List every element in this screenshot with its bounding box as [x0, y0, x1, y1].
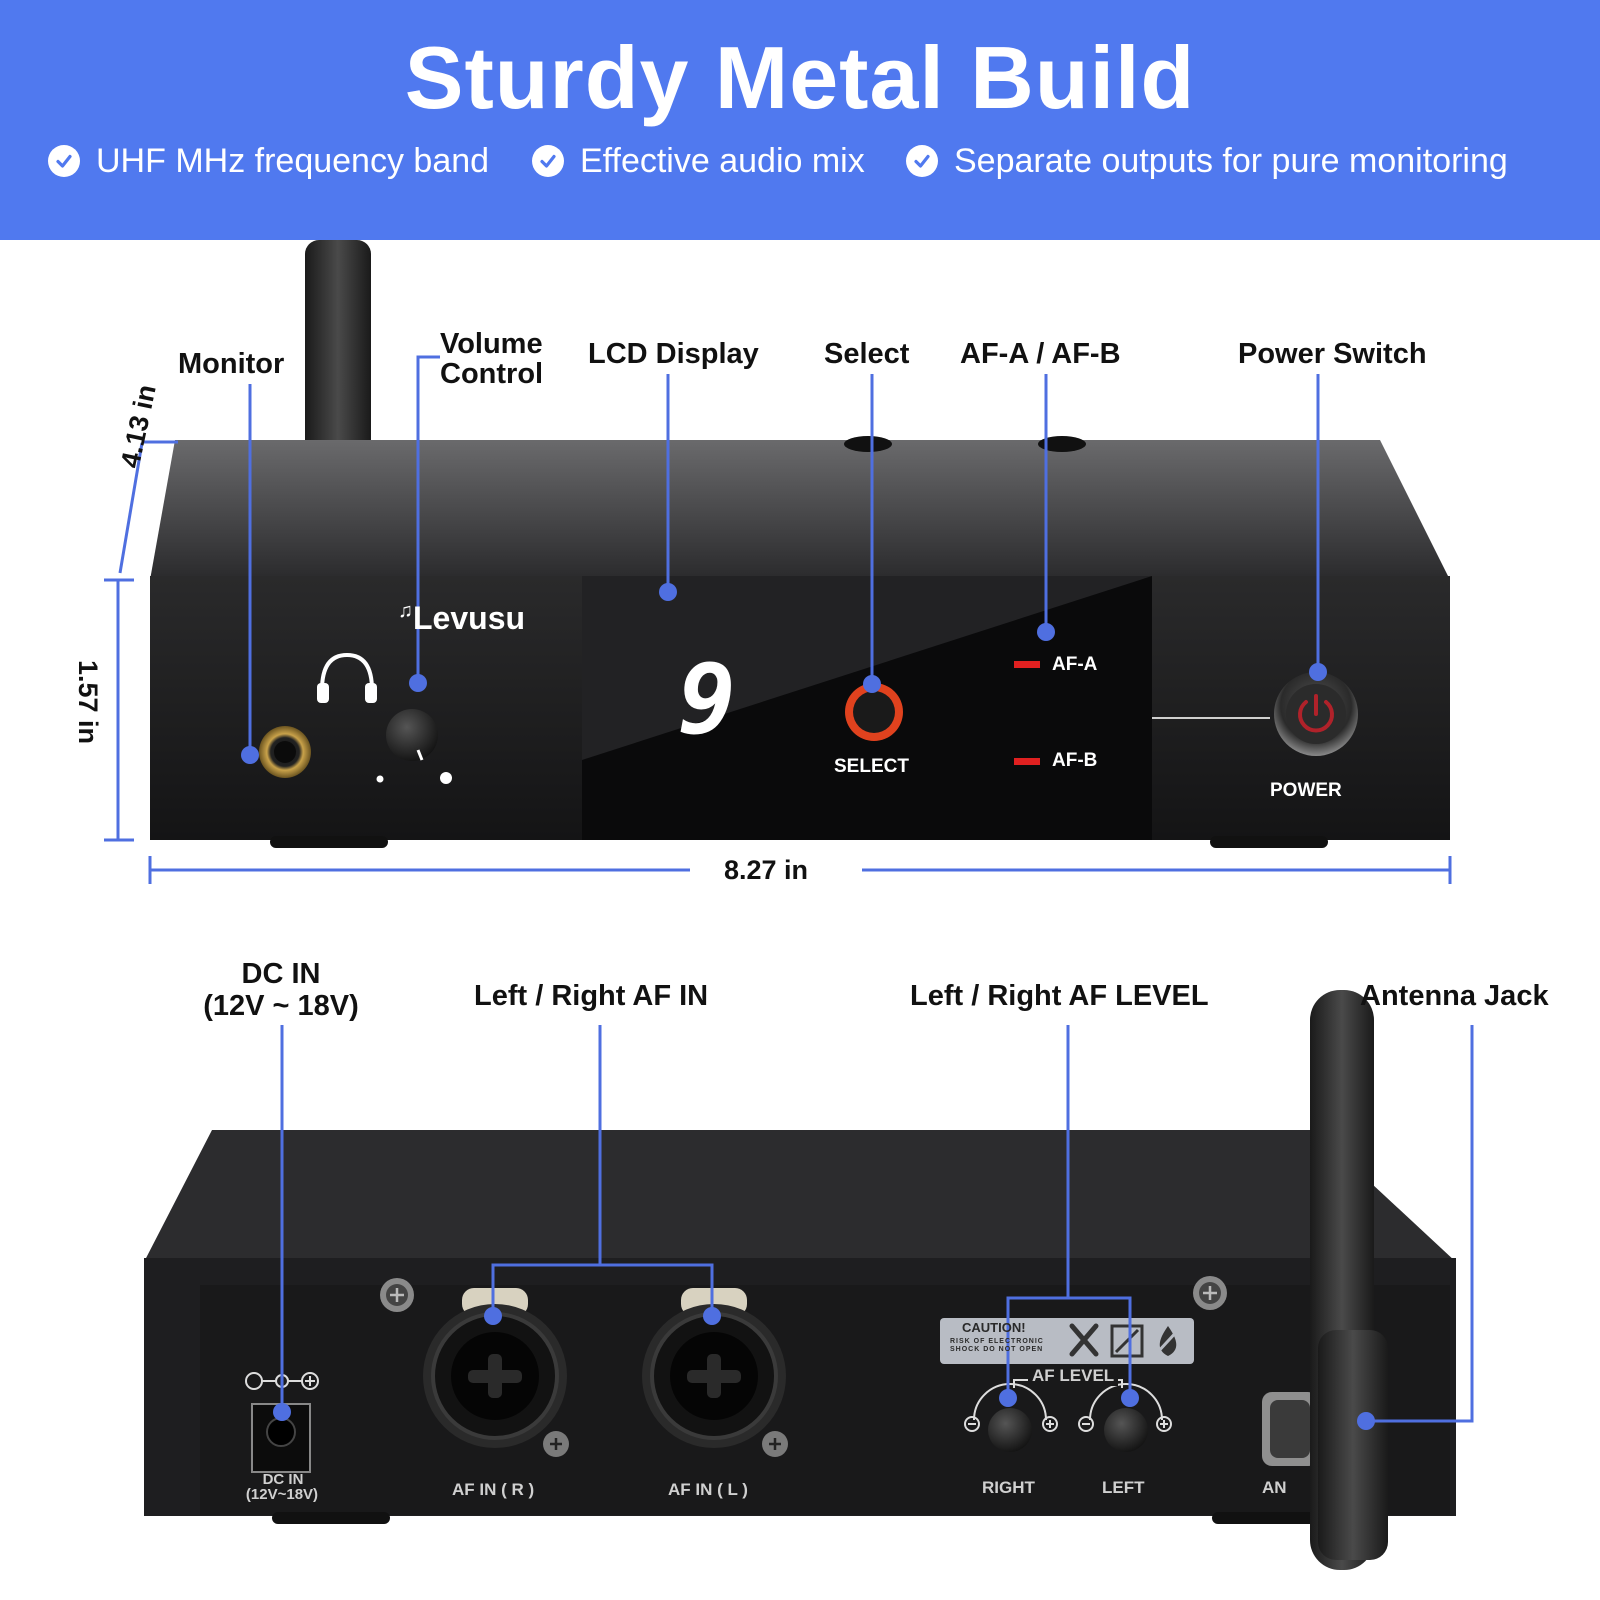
af-level-label: AF LEVEL [1028, 1366, 1119, 1386]
callout-dc-line1: DC IN [241, 958, 321, 990]
callout-power: Power Switch [1238, 338, 1427, 370]
feature-text: Separate outputs for pure monitoring [954, 141, 1508, 180]
no-water-icon [1154, 1326, 1182, 1356]
right-level-knob[interactable] [988, 1408, 1032, 1452]
volume-knob[interactable] [386, 709, 438, 761]
caution-title: CAUTION! [962, 1320, 1026, 1335]
screw-icon [1193, 1276, 1227, 1310]
page-title: Sturdy Metal Build [404, 28, 1196, 127]
minus-icon [964, 1416, 980, 1432]
af-b-led [1014, 758, 1040, 765]
left-level-label: LEFT [1102, 1478, 1145, 1497]
left-level-knob[interactable] [1104, 1408, 1148, 1452]
callout-monitor: Monitor [178, 348, 285, 380]
screw-icon [762, 1431, 788, 1457]
tools-icon [1069, 1323, 1099, 1357]
callout-volume-line2: Control [440, 358, 544, 390]
af-in-r-label: AF IN ( R ) [452, 1480, 535, 1499]
callout-antenna: Antenna Jack [1360, 980, 1549, 1012]
callout-lcd: LCD Display [588, 338, 759, 370]
caution-subtitle: RISK OF ELECTRONIC SHOCK DO NOT OPEN [950, 1338, 1044, 1353]
dc-in-panel-label: DC IN [262, 1471, 304, 1488]
callout-af-level: Left / Right AF LEVEL [910, 980, 1209, 1012]
brand-logo: ♫Levusu [398, 600, 525, 637]
feature-item: UHF MHz frequency band [48, 138, 489, 184]
right-level-label: RIGHT [982, 1478, 1035, 1497]
dimension-height: 1.57 in [73, 660, 103, 745]
power-icon [1298, 694, 1334, 733]
af-a-led [1014, 661, 1040, 668]
plus-icon [1042, 1416, 1058, 1432]
screw-icon [380, 1278, 414, 1312]
af-in-l-label: AF IN ( L ) [668, 1480, 748, 1499]
callout-af-in: Left / Right AF IN [474, 980, 709, 1012]
lcd-channel-digit: 9 [678, 644, 736, 756]
top-cover [150, 440, 1450, 580]
af-b-label: AF-B [1052, 750, 1098, 771]
screw-icon [543, 1431, 569, 1457]
no-open-icon [1110, 1324, 1144, 1358]
headphone-icon [317, 652, 377, 703]
af-a-label: AF-A [1052, 654, 1098, 675]
callout-volume-line1: Volume [440, 328, 543, 360]
rear-top-cover [144, 1130, 1456, 1262]
header-banner [0, 0, 1600, 240]
dimension-width: 8.27 in [724, 855, 809, 885]
feature-item: Separate outputs for pure monitoring [906, 138, 1508, 184]
minus-icon [1078, 1416, 1094, 1432]
callout-af: AF-A / AF-B [960, 338, 1121, 370]
check-icon [532, 145, 564, 177]
plus-icon [1156, 1416, 1172, 1432]
select-label: SELECT [834, 756, 909, 777]
power-label: POWER [1270, 780, 1342, 801]
callout-select: Select [824, 338, 910, 370]
music-note-icon: ♫ [398, 600, 413, 622]
antenna-panel-label: AN [1262, 1478, 1287, 1497]
brand-name: Levusu [413, 600, 526, 636]
check-icon [48, 145, 80, 177]
antenna-jack[interactable] [1262, 1392, 1318, 1466]
dc-in-panel-voltage: (12V~18V) [245, 1486, 319, 1503]
feature-text: Effective audio mix [580, 141, 865, 180]
callout-dc-line2: (12V ~ 18V) [203, 990, 359, 1022]
feature-text: UHF MHz frequency band [96, 141, 490, 180]
af-in-r-jack[interactable] [423, 1288, 567, 1448]
check-icon [906, 145, 938, 177]
antenna [305, 240, 371, 460]
feature-item: Effective audio mix [532, 138, 865, 184]
